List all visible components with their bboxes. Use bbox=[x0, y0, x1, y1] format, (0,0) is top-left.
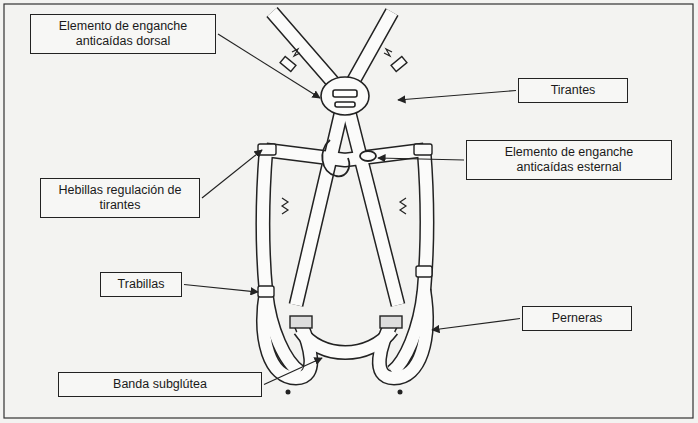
label-box: Tirantes bbox=[518, 78, 628, 103]
label-box: Banda subglútea bbox=[58, 372, 262, 397]
part-name: Hebillas regulación de tirantes bbox=[49, 183, 191, 213]
leader-line bbox=[218, 34, 320, 98]
strap-ends bbox=[286, 390, 403, 395]
leader-line bbox=[378, 158, 464, 160]
part-name: Elemento de enganche anticaídas esternal bbox=[475, 145, 663, 175]
label-box: Perneras bbox=[522, 306, 632, 331]
part-name: Perneras bbox=[531, 311, 623, 326]
label-box: Elemento de enganche anticaídas dorsal bbox=[30, 14, 216, 54]
sternal-hook bbox=[322, 140, 376, 176]
stitching bbox=[282, 49, 406, 214]
frame bbox=[4, 4, 693, 418]
dorsal-ring bbox=[321, 77, 369, 115]
part-name: Elemento de enganche anticaídas dorsal bbox=[39, 19, 207, 49]
leader-line bbox=[398, 91, 516, 101]
label-box: Hebillas regulación de tirantes bbox=[40, 178, 200, 218]
part-name: Trabillas bbox=[109, 277, 173, 292]
part-name: Tirantes bbox=[527, 83, 619, 98]
label-box: Elemento de enganche anticaídas esternal bbox=[466, 140, 672, 180]
straps bbox=[263, 12, 427, 378]
leader-line bbox=[432, 319, 520, 331]
part-name: Banda subglútea bbox=[67, 377, 253, 392]
leader-line bbox=[202, 150, 262, 198]
leader-line bbox=[184, 285, 258, 293]
buckles bbox=[258, 56, 432, 328]
label-box: Trabillas bbox=[100, 272, 182, 297]
leader-line bbox=[264, 358, 322, 385]
